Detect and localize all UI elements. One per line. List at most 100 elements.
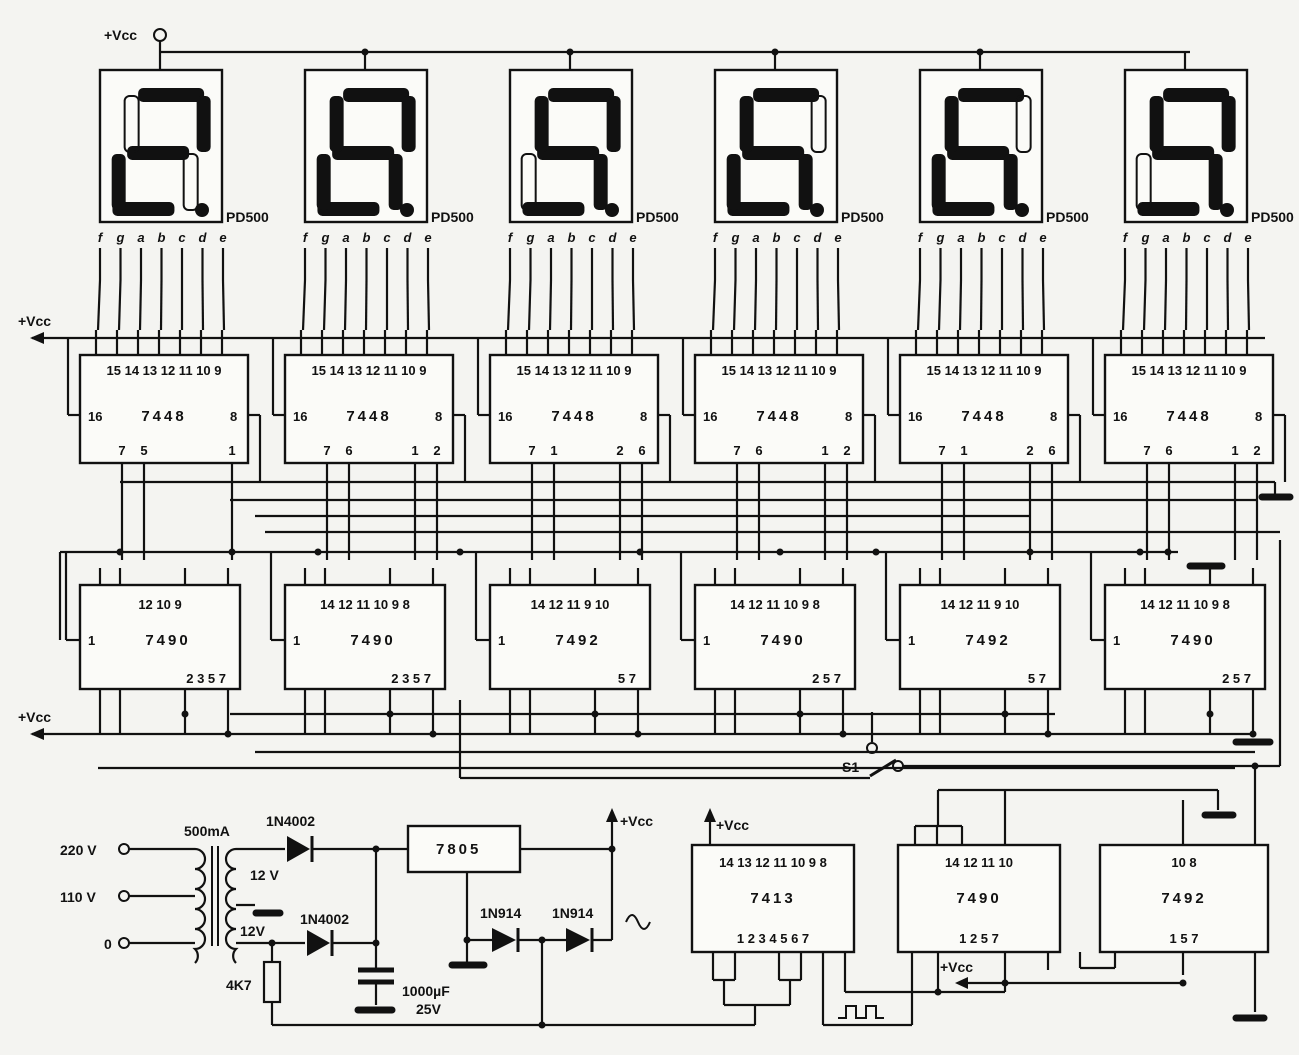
segment-f [329,96,344,152]
decoder-part-name: 7448 [346,408,391,425]
segment-g [127,146,190,160]
display-pin-label: a [342,230,349,245]
segment-f [534,96,549,152]
vcc-7413-label: +Vcc [716,817,749,833]
decoder-bottom-pin: 6 [638,443,645,458]
decoder-right-pin: 8 [1050,409,1057,424]
segment-d [932,202,995,216]
counter-bottom-pins: 5 7 [618,671,636,686]
segment-b [196,96,211,152]
counter-bottom-pins: 2 5 7 [812,671,841,686]
decoder-part-name: 7448 [141,408,186,425]
decoder-bottom-pin: 1 [411,443,418,458]
decoder-bottom-pin: 7 [323,443,330,458]
display-pin-label: d [404,230,413,245]
decoder-bottom-pin: 6 [755,443,762,458]
decoder-left-pin: 16 [498,409,512,424]
decimal-point [1220,203,1234,217]
segment-b [401,96,416,152]
counter-part-name: 7492 [965,632,1010,649]
timebase-top-pins: 14 12 11 10 [945,855,1013,870]
display-pin-label: f [303,230,309,245]
ground-symbols [1186,493,1294,1022]
decoder-right-pin: 8 [230,409,237,424]
decoder-bottom-pin: 1 [960,443,967,458]
decoder-top-pins: 15 14 13 12 11 10 9 [107,363,222,378]
display-pin-label: a [547,230,554,245]
counter-left-pin: 1 [908,633,915,648]
counter-top-pins: 14 12 11 10 9 8 [1140,597,1230,612]
vcc-counter-rail [30,728,1255,740]
display-part-label: PD500 [636,209,679,225]
segment-f [123,95,140,153]
display-pin-label: c [383,230,391,245]
display-pin-label: e [834,230,841,245]
capacitor-label: 1000µF [402,983,450,999]
segment-b [1221,96,1236,152]
segment-c [798,154,813,210]
segment-e [520,153,537,211]
decoder-left-pin: 16 [293,409,307,424]
timebase-top-pins: 10 8 [1171,855,1196,870]
segment-d [522,202,585,216]
input-220-label: 220 V [60,842,97,858]
segment-a [958,88,1025,102]
segment-g [1152,146,1215,160]
display-pin-label: b [363,230,371,245]
segment-b [606,96,621,152]
signal-diode-2-label: 1N914 [552,905,593,921]
timebase-bottom-pins: 1 2 3 4 5 6 7 [737,931,809,946]
display-pin-label: c [1203,230,1211,245]
decoder-top-pins: 15 14 13 12 11 10 9 [517,363,632,378]
decoder-top-pins: 15 14 13 12 11 10 9 [312,363,427,378]
display-pin-label: c [998,230,1006,245]
segment-c [593,154,608,210]
counter-bottom-pins: 2 5 7 [1222,671,1251,686]
interconnect-wiring [58,480,1280,770]
display-pin-label: a [137,230,144,245]
display-pin-label: g [936,230,945,245]
decoder-bottom-pin: 6 [1048,443,1055,458]
decoder-bottom-pin: 7 [528,443,535,458]
display-pin-label: d [199,230,208,245]
decoder-top-pins: 15 14 13 12 11 10 9 [927,363,1042,378]
decoder-bottom-pin: 7 [938,443,945,458]
decoder-part-name: 7448 [756,408,801,425]
segment-c [182,153,199,211]
decoder-bottom-pin: 2 [1253,443,1260,458]
switch-s1 [458,540,1282,780]
display-pin-label: b [1183,230,1191,245]
display-pin-label: f [918,230,924,245]
diode-lower-label: 1N4002 [300,911,349,927]
decoder-bottom-pin: 7 [733,443,740,458]
display-part-label: PD500 [841,209,884,225]
decoder-right-pin: 8 [640,409,647,424]
decoder-bottom-pin: 6 [1165,443,1172,458]
counter-part-name: 7490 [1170,632,1215,649]
vcc-regulator-label: +Vcc [620,813,653,829]
decoder-right-pin: 8 [1255,409,1262,424]
display-pin-label: a [1162,230,1169,245]
vcc-left-upper-label: +Vcc [18,313,51,329]
decoder-bottom-pin: 1 [550,443,557,458]
decimal-point [400,203,414,217]
timebase-bottom-pins: 1 2 5 7 [959,931,999,946]
decoder-bottom-pin: 7 [118,443,125,458]
display-pin-label: g [526,230,535,245]
display-pin-label: c [178,230,186,245]
display-part-label: PD500 [1046,209,1089,225]
timebase-part-name: 7492 [1161,890,1206,907]
